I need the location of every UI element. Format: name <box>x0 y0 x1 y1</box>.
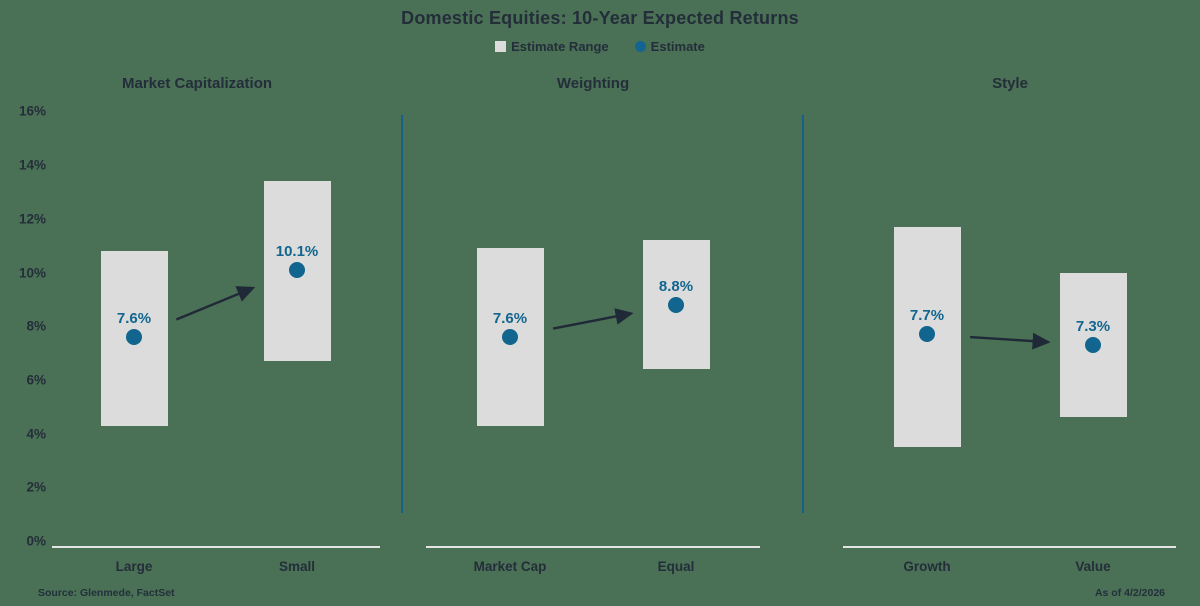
y-axis-tick-label: 8% <box>26 318 46 334</box>
y-axis-tick-label: 12% <box>18 211 46 227</box>
estimate-value-label: 7.3% <box>1075 317 1111 335</box>
panel-divider <box>401 115 403 513</box>
estimate-dot <box>1085 336 1101 353</box>
panel-heading: Market Capitalization <box>121 75 273 92</box>
legend-estimate-label: Estimate <box>650 39 705 54</box>
estimate-value-label: 7.6% <box>492 309 528 327</box>
category-label: Growth <box>903 559 951 574</box>
category-label: Equal <box>657 559 695 574</box>
category-label: Small <box>278 559 316 574</box>
as-of-date: As of 4/2/2026 <box>1094 587 1165 599</box>
legend-estimate-range-label: Estimate Range <box>511 39 609 54</box>
chart-legend: Estimate Range Estimate <box>0 39 1200 54</box>
panel-divider <box>802 115 804 513</box>
y-axis-tick-label: 2% <box>26 479 46 495</box>
x-axis-baseline <box>52 546 380 548</box>
category-label: Value <box>1075 559 1111 574</box>
source-note: Source: Glenmede, FactSet <box>38 587 175 599</box>
estimate-value-label: 7.6% <box>116 309 152 327</box>
y-axis-tick-label: 6% <box>26 372 46 388</box>
estimate-dot <box>126 328 142 345</box>
panel-heading: Weighting <box>556 75 630 92</box>
category-label: Large <box>115 559 153 574</box>
y-axis-tick-label: 10% <box>18 265 46 280</box>
estimate-dot <box>668 296 684 313</box>
trend-arrow <box>552 308 634 330</box>
estimate-range-swatch-icon <box>495 41 507 52</box>
estimate-dot <box>289 261 305 278</box>
y-axis-tick-label: 0% <box>26 533 46 549</box>
y-axis-tick-label: 16% <box>18 103 46 119</box>
category-label: Market Cap <box>473 559 547 574</box>
estimate-value-label: 7.7% <box>909 307 945 325</box>
trend-arrow <box>175 286 256 321</box>
estimate-value-label: 10.1% <box>275 242 319 260</box>
x-axis-baseline <box>426 546 760 548</box>
x-axis-baseline <box>843 546 1176 548</box>
y-axis-tick-label: 14% <box>18 157 46 173</box>
y-axis-tick-label: 4% <box>26 426 46 442</box>
legend-item-estimate-range: Estimate Range <box>495 39 609 54</box>
legend-item-estimate: Estimate <box>634 39 705 54</box>
estimate-dot-swatch-icon <box>634 41 646 52</box>
estimate-value-label: 8.8% <box>658 277 694 295</box>
panel-heading: Style <box>992 75 1028 92</box>
trend-arrow <box>970 332 1051 350</box>
estimate-dot <box>502 328 518 345</box>
estimate-dot <box>919 326 935 343</box>
chart-title: Domestic Equities: 10-Year Expected Retu… <box>401 8 799 28</box>
